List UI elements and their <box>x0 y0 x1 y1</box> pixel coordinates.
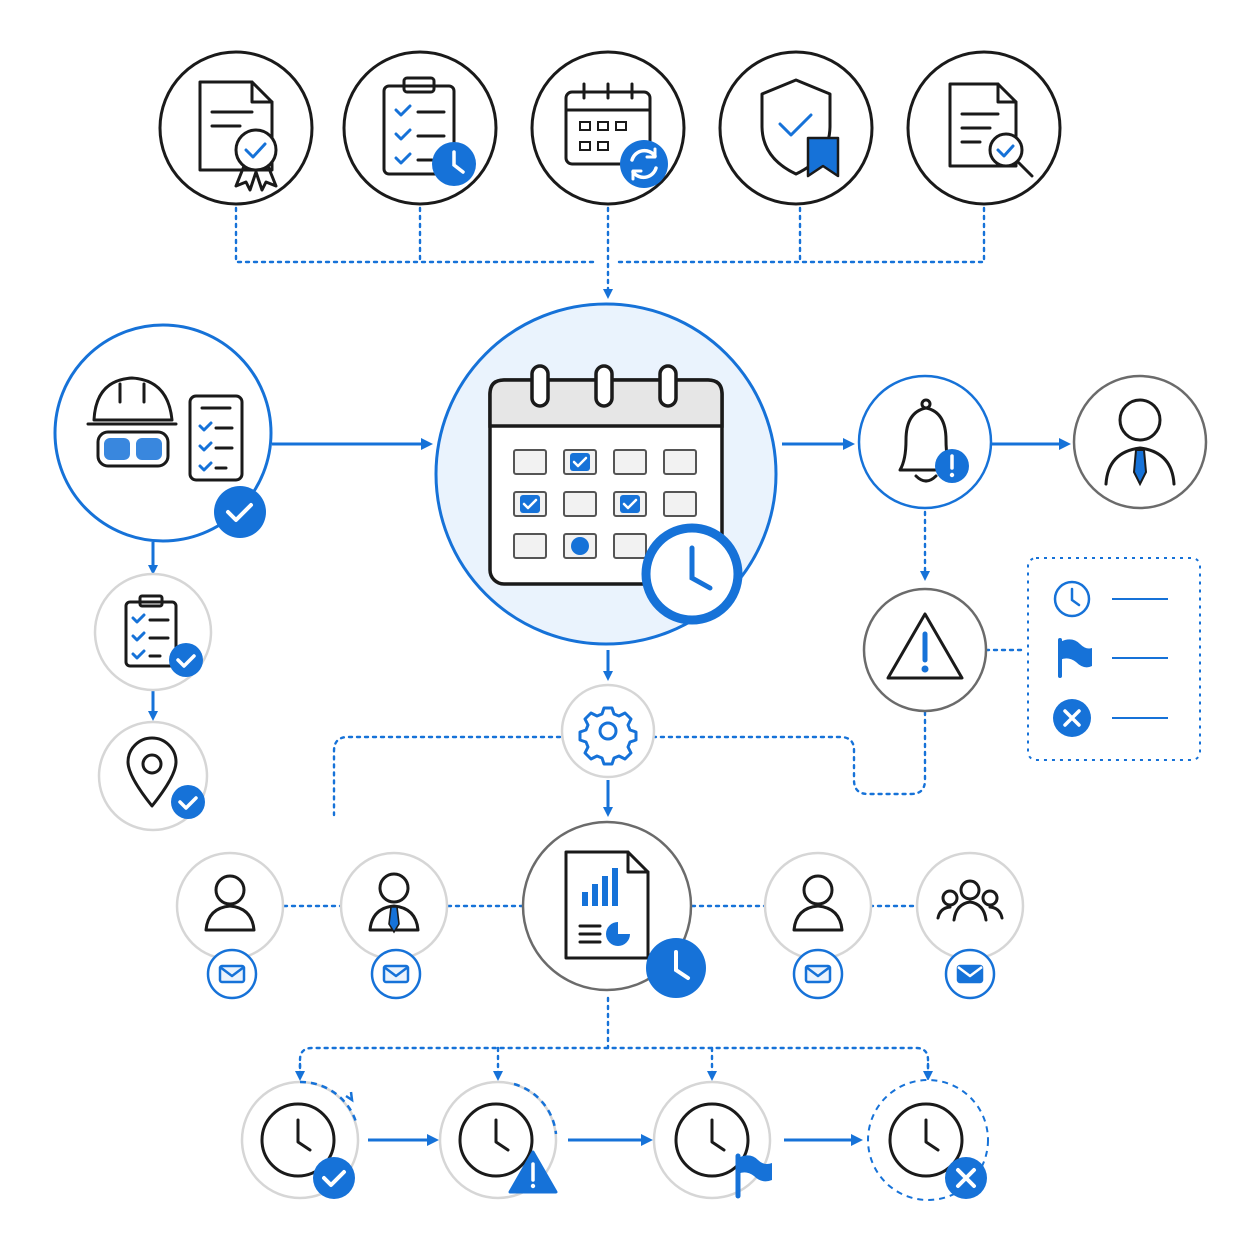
close-badge-icon <box>945 1157 987 1199</box>
certified-document-icon <box>198 80 278 192</box>
status-clock-1 <box>240 1080 360 1200</box>
top-node-certified-document <box>158 50 314 206</box>
manager-person-icon <box>1104 398 1176 487</box>
calendar-schedule-clock-icon <box>488 364 743 625</box>
left-node-safety-gear <box>53 323 273 543</box>
person-icon <box>204 874 256 932</box>
manager-person-icon <box>368 872 420 934</box>
top-node-document-search <box>906 50 1062 206</box>
right-node-manager <box>1072 374 1208 510</box>
mail-icon <box>792 948 844 1000</box>
legend-flag-icon <box>1058 638 1092 678</box>
recipient-1 <box>175 851 285 1000</box>
clock-icon <box>260 1102 336 1178</box>
top-node-calendar-sync <box>530 50 686 206</box>
status-clock-2 <box>438 1080 558 1200</box>
check-badge-icon <box>214 486 266 538</box>
hard-hat-goggles-checklist-icon <box>86 376 244 482</box>
check-badge-icon <box>313 1157 355 1199</box>
warning-badge-icon <box>508 1150 558 1194</box>
process-gear-node <box>560 683 656 779</box>
report-node <box>521 820 706 998</box>
mail-icon <box>206 948 258 1000</box>
group-icon <box>936 879 1004 922</box>
clock-icon <box>674 1102 750 1178</box>
right-node-bell-alert <box>857 374 993 510</box>
location-pin-check-icon <box>126 736 205 819</box>
status-clock-4 <box>867 1079 989 1201</box>
document-search-check-icon <box>948 82 1034 178</box>
report-document-clock-icon <box>564 850 706 998</box>
legend-clock-icon <box>1053 580 1091 618</box>
person-icon <box>792 874 844 932</box>
mail-icon <box>370 948 422 1000</box>
shield-check-bookmark-icon <box>760 78 840 178</box>
recipient-2 <box>339 851 449 1000</box>
recipient-3 <box>763 851 873 1000</box>
central-scheduler <box>434 302 778 646</box>
left-node-location-check <box>97 720 209 832</box>
right-node-warning <box>862 587 988 713</box>
gear-icon <box>578 706 638 766</box>
clipboard-check-icon <box>124 594 203 677</box>
legend-panel <box>1027 557 1201 761</box>
checklist-clock-icon <box>382 76 476 186</box>
mail-icon <box>944 948 996 1000</box>
legend-close-icon <box>1053 699 1091 737</box>
status-clock-3 <box>652 1080 772 1200</box>
top-node-shield-bookmark <box>718 50 874 206</box>
left-node-clipboard-check <box>93 572 213 692</box>
calendar-sync-icon <box>564 82 668 188</box>
bell-alert-icon <box>898 398 969 483</box>
top-node-checklist-clock <box>342 50 498 206</box>
flag-badge-icon <box>735 1153 772 1199</box>
recipient-group <box>915 851 1025 1000</box>
warning-triangle-icon <box>886 612 964 680</box>
clock-icon <box>888 1102 964 1178</box>
clock-icon <box>458 1102 534 1178</box>
connectors <box>148 206 1071 1146</box>
